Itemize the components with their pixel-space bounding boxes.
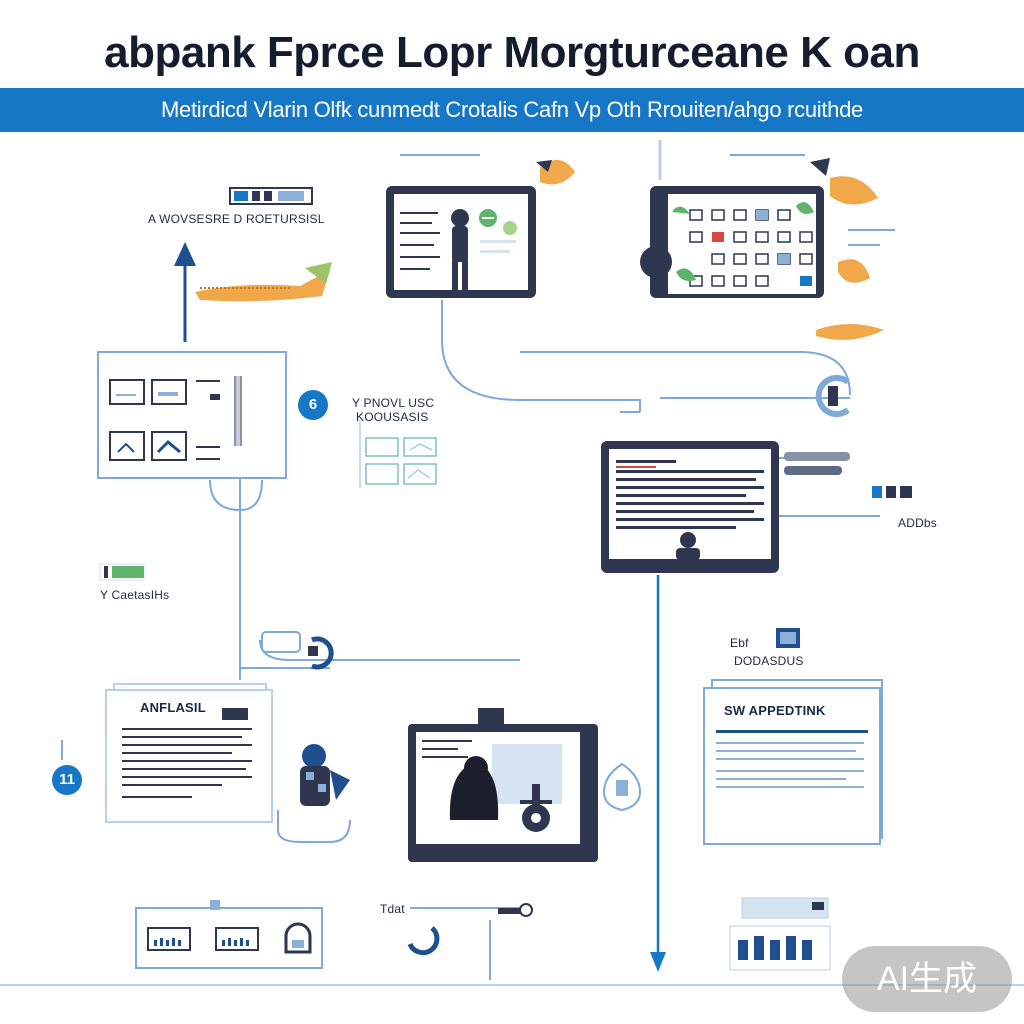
label-top-left: A WOVSESRE D ROETURSISL bbox=[148, 212, 325, 226]
document-monitor bbox=[601, 441, 779, 573]
workstation-monitor bbox=[408, 708, 598, 862]
user-card-icon bbox=[776, 628, 800, 648]
link-icon bbox=[407, 903, 533, 956]
label-right-pair-2: DODASDUS bbox=[734, 654, 804, 668]
gear-icon bbox=[520, 784, 552, 832]
watermark-text: AI生成 bbox=[876, 960, 978, 998]
label-doc-left: ANFLASIL bbox=[140, 700, 206, 715]
subtitle-banner bbox=[0, 88, 1024, 132]
orange-leaf-icon bbox=[658, 140, 884, 340]
step-badge bbox=[52, 765, 82, 795]
server-icon bbox=[729, 897, 831, 971]
step-badge-label: 6 bbox=[308, 396, 318, 413]
document-left bbox=[105, 683, 273, 823]
connector-line bbox=[848, 229, 895, 246]
up-arrow-icon bbox=[174, 242, 196, 342]
step-badge bbox=[298, 390, 328, 420]
step-badge-label: 11 bbox=[59, 771, 75, 788]
label-doc-right: SW APPEDTINK bbox=[724, 703, 826, 718]
down-arrow-icon bbox=[650, 575, 666, 972]
label-mid-left-1: Y PNOVL USC bbox=[352, 396, 435, 410]
lock-icon bbox=[261, 631, 334, 670]
shield-icon bbox=[602, 762, 642, 812]
tag-icon bbox=[99, 563, 145, 581]
connector-line bbox=[441, 300, 641, 412]
pencil-icon bbox=[195, 262, 332, 302]
connector-line bbox=[259, 639, 520, 661]
header-block-icon bbox=[229, 187, 313, 205]
dashboard-window bbox=[97, 351, 287, 479]
orange-leaf-icon bbox=[536, 159, 575, 185]
label-left-small: Y CaetasIHs bbox=[100, 588, 170, 602]
mini-chart-icon bbox=[359, 420, 437, 488]
control-panel bbox=[135, 900, 323, 969]
document-right bbox=[703, 679, 883, 845]
connector-line bbox=[520, 351, 851, 396]
connector-line bbox=[620, 397, 850, 413]
label-mid-left-2: KOOUSASIS bbox=[356, 410, 429, 424]
connector-line bbox=[209, 479, 263, 512]
label-bottom-small: Tdat bbox=[380, 902, 405, 916]
status-bars-icon bbox=[784, 452, 912, 498]
label-right-pair-1: Ebf bbox=[730, 636, 749, 650]
watermark-pill bbox=[842, 946, 1012, 1012]
connector-line bbox=[277, 810, 351, 843]
gauge-icon bbox=[815, 375, 850, 417]
calendar-grid-icon bbox=[640, 186, 824, 298]
hand-icon bbox=[300, 744, 350, 806]
label-right-mid: ADDbs bbox=[898, 516, 938, 530]
person-icon bbox=[451, 209, 469, 294]
diagram-title: abpank Fprce Lopr Morgturceane K oan bbox=[104, 28, 920, 77]
subtitle-text: Metirdicd Vlarin Olfk cunmedt Crotalis C… bbox=[161, 97, 863, 122]
